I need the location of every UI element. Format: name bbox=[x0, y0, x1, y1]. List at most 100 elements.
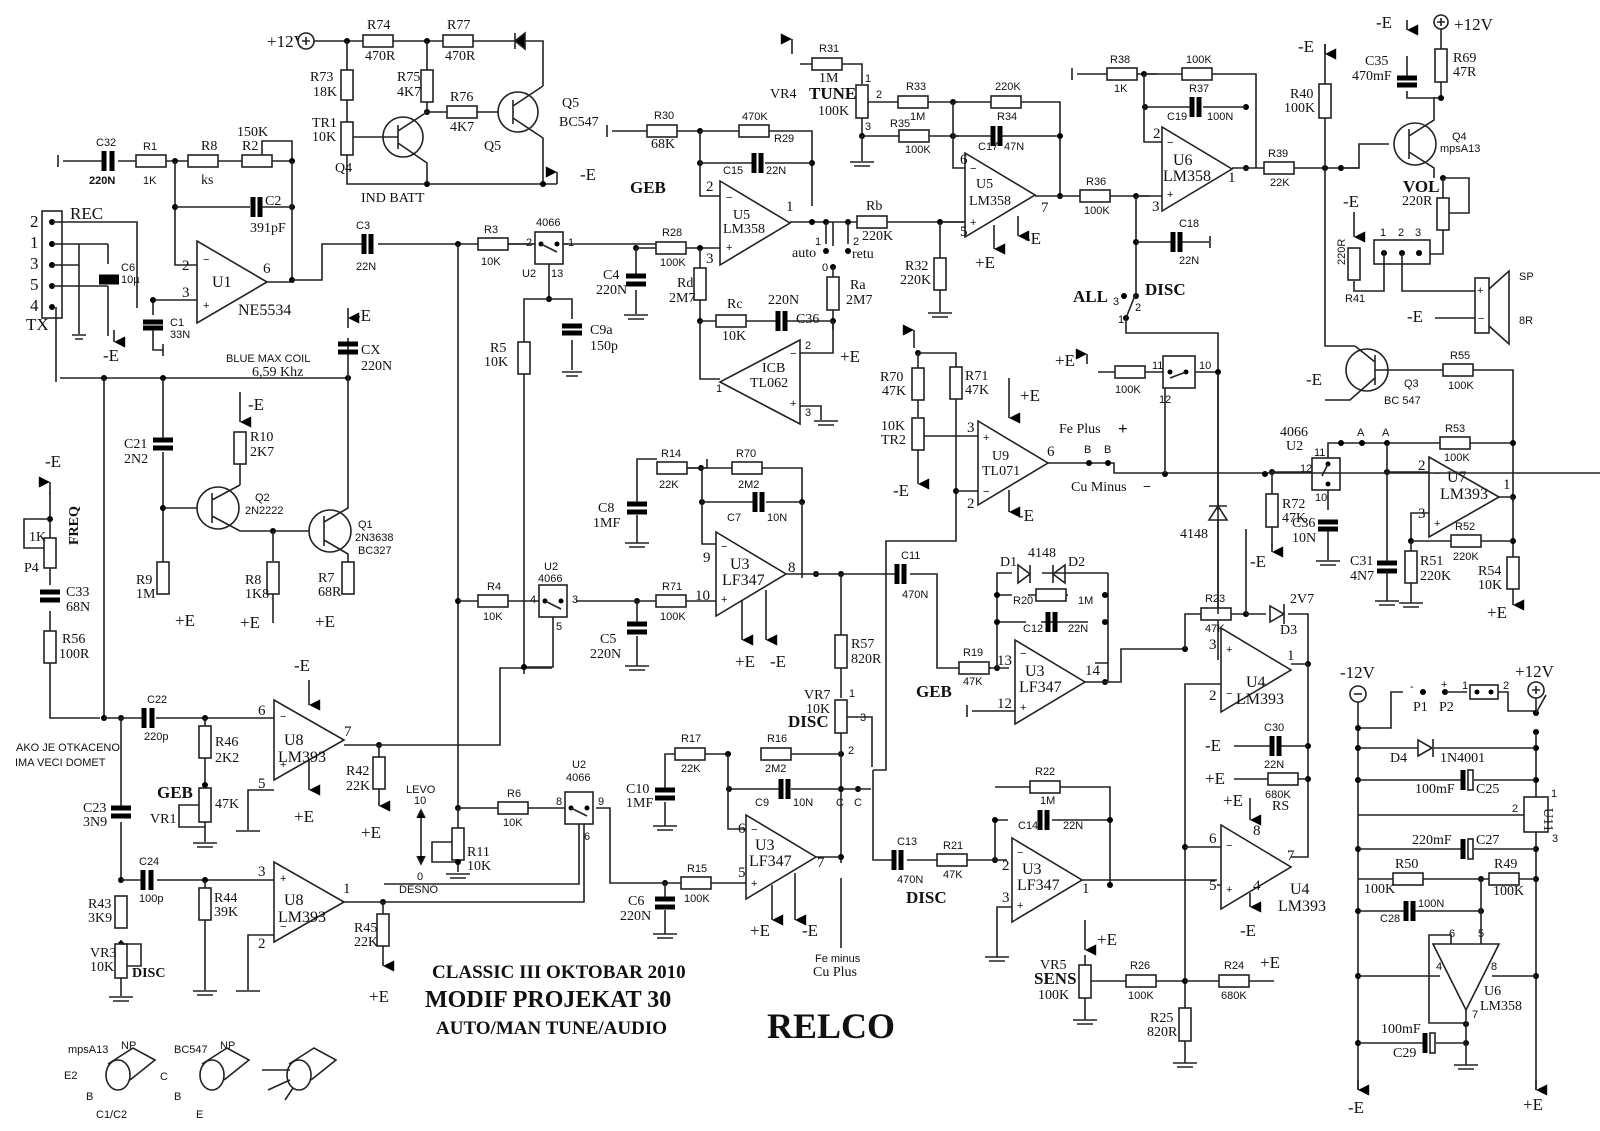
svg-text:-E: -E bbox=[248, 395, 264, 414]
svg-text:+: + bbox=[983, 432, 989, 444]
svg-text:C36: C36 bbox=[1292, 516, 1315, 531]
svg-text:R5: R5 bbox=[490, 341, 506, 356]
svg-text:VR7: VR7 bbox=[804, 688, 830, 703]
svg-text:-E: -E bbox=[770, 652, 786, 671]
svg-text:+: + bbox=[280, 873, 286, 885]
svg-text:39K: 39K bbox=[214, 905, 238, 920]
svg-text:E: E bbox=[196, 1109, 203, 1121]
capacitor-C23 bbox=[111, 805, 131, 819]
title-line-2: MODIF PROJEKAT 30 bbox=[425, 987, 671, 1013]
opamp-U5a bbox=[719, 179, 792, 267]
svg-text:D1: D1 bbox=[1000, 555, 1017, 570]
resistor-R40 bbox=[1318, 83, 1332, 119]
svg-text:−: − bbox=[280, 921, 286, 933]
resistor-R30 bbox=[646, 124, 678, 138]
svg-text:1M: 1M bbox=[819, 71, 839, 86]
trimmer-TR2[interactable] bbox=[911, 417, 925, 451]
svg-text:R41: R41 bbox=[1345, 293, 1365, 305]
resistor-R10 bbox=[233, 431, 247, 465]
svg-text:C5: C5 bbox=[600, 632, 616, 647]
svg-text:U1: U1 bbox=[212, 274, 232, 291]
power-switch[interactable] bbox=[1535, 694, 1547, 714]
all-disc-switch[interactable] bbox=[1125, 292, 1137, 319]
svg-text:+: + bbox=[1167, 189, 1173, 201]
svg-text:4148: 4148 bbox=[1180, 527, 1208, 542]
svg-text:C11: C11 bbox=[901, 550, 920, 562]
diode-D4 bbox=[1417, 738, 1434, 758]
resistor-R29 bbox=[738, 124, 770, 138]
resistor-R35 bbox=[898, 129, 930, 143]
svg-text:U6: U6 bbox=[1484, 984, 1501, 999]
svg-text:−: − bbox=[1226, 840, 1232, 852]
svg-text:R30: R30 bbox=[654, 110, 674, 122]
svg-text:−: − bbox=[1020, 648, 1026, 660]
svg-text:A: A bbox=[1382, 427, 1390, 439]
transistor-Q2 bbox=[196, 486, 240, 530]
svg-text:RS: RS bbox=[1272, 799, 1289, 814]
svg-text:470K: 470K bbox=[742, 111, 768, 123]
svg-text:3: 3 bbox=[860, 712, 866, 724]
svg-text:U4: U4 bbox=[1290, 881, 1310, 898]
svg-text:0: 0 bbox=[417, 871, 423, 883]
svg-text:+E: +E bbox=[315, 612, 335, 631]
svg-text:220K: 220K bbox=[1453, 551, 1479, 563]
svg-text:C13: C13 bbox=[897, 836, 917, 848]
svg-text:BC547: BC547 bbox=[559, 115, 599, 130]
transmitter-block: CX 220N -E BLUE MAX COIL 6,59 Khz C21 2N… bbox=[15, 306, 394, 769]
svg-text:68K: 68K bbox=[651, 137, 675, 152]
svg-text:-E: -E bbox=[1343, 192, 1359, 211]
svg-text:C33: C33 bbox=[66, 585, 89, 600]
svg-text:LM358: LM358 bbox=[1480, 999, 1522, 1014]
svg-text:3: 3 bbox=[1152, 199, 1160, 215]
resistor-R34 bbox=[990, 95, 1022, 109]
battery-indicator-block: +12V R74 470R R77 470R R73 18K TR1 10K R… bbox=[267, 18, 599, 206]
svg-text:+E: +E bbox=[175, 611, 195, 630]
svg-text:U7: U7 bbox=[1447, 469, 1467, 486]
svg-text:B: B bbox=[86, 1091, 93, 1103]
svg-text:C: C bbox=[854, 797, 862, 809]
svg-text:1: 1 bbox=[568, 237, 574, 249]
svg-text:47N: 47N bbox=[1004, 141, 1024, 153]
svg-text:C15: C15 bbox=[723, 165, 743, 177]
svg-text:22N: 22N bbox=[1179, 255, 1199, 267]
pot-VR5-sens[interactable] bbox=[1078, 964, 1092, 999]
svg-text:13: 13 bbox=[551, 268, 563, 280]
resistor-R4 bbox=[477, 594, 509, 608]
opamp-U5b bbox=[964, 151, 1037, 239]
svg-text:8R: 8R bbox=[1519, 315, 1533, 327]
svg-text:R34: R34 bbox=[997, 111, 1017, 123]
svg-text:VR1: VR1 bbox=[150, 812, 176, 827]
svg-text:100N: 100N bbox=[1207, 111, 1233, 123]
svg-text:100K: 100K bbox=[905, 144, 931, 156]
resistor-R8 bbox=[187, 154, 219, 168]
svg-text:E2: E2 bbox=[64, 1070, 77, 1082]
svg-text:C14: C14 bbox=[1018, 820, 1038, 832]
pot-VR4-tune[interactable] bbox=[855, 84, 869, 119]
svg-text:2M7: 2M7 bbox=[846, 293, 872, 308]
svg-text:7: 7 bbox=[1472, 1009, 1478, 1021]
svg-text:P1: P1 bbox=[1413, 700, 1428, 715]
svg-text:8: 8 bbox=[1253, 823, 1261, 839]
resistor-R1 bbox=[135, 154, 167, 168]
svg-text:U5: U5 bbox=[976, 177, 993, 192]
svg-text:Q1: Q1 bbox=[358, 519, 373, 531]
pot-VR7-disc[interactable] bbox=[834, 699, 848, 734]
pot-VOL[interactable] bbox=[1436, 197, 1450, 231]
svg-text:R40: R40 bbox=[1290, 87, 1313, 102]
audio-amp-block: R38 1K 100K R37 C19 100N −+ U6 LM358 2 3… bbox=[1071, 13, 1534, 660]
svg-text:6: 6 bbox=[263, 261, 271, 277]
svg-text:LM358: LM358 bbox=[969, 194, 1011, 209]
svg-text:VR3: VR3 bbox=[90, 946, 116, 961]
svg-text:2: 2 bbox=[1153, 126, 1161, 142]
resistor-R3 bbox=[477, 237, 509, 251]
svg-text:9: 9 bbox=[703, 550, 711, 566]
svg-text:220R: 220R bbox=[1336, 239, 1348, 265]
svg-text:3: 3 bbox=[572, 594, 578, 606]
power-supply-block: -12V +12V - + P1 P2 1 2 D4 1N4001 100mF … bbox=[1340, 662, 1558, 1117]
transistor-Q1 bbox=[308, 509, 352, 553]
resistor-R39 bbox=[1263, 161, 1295, 175]
transistor-Q5 bbox=[497, 91, 539, 133]
svg-text:10K: 10K bbox=[481, 256, 501, 268]
svg-text:470mF: 470mF bbox=[1352, 69, 1392, 84]
svg-text:1: 1 bbox=[30, 233, 39, 252]
